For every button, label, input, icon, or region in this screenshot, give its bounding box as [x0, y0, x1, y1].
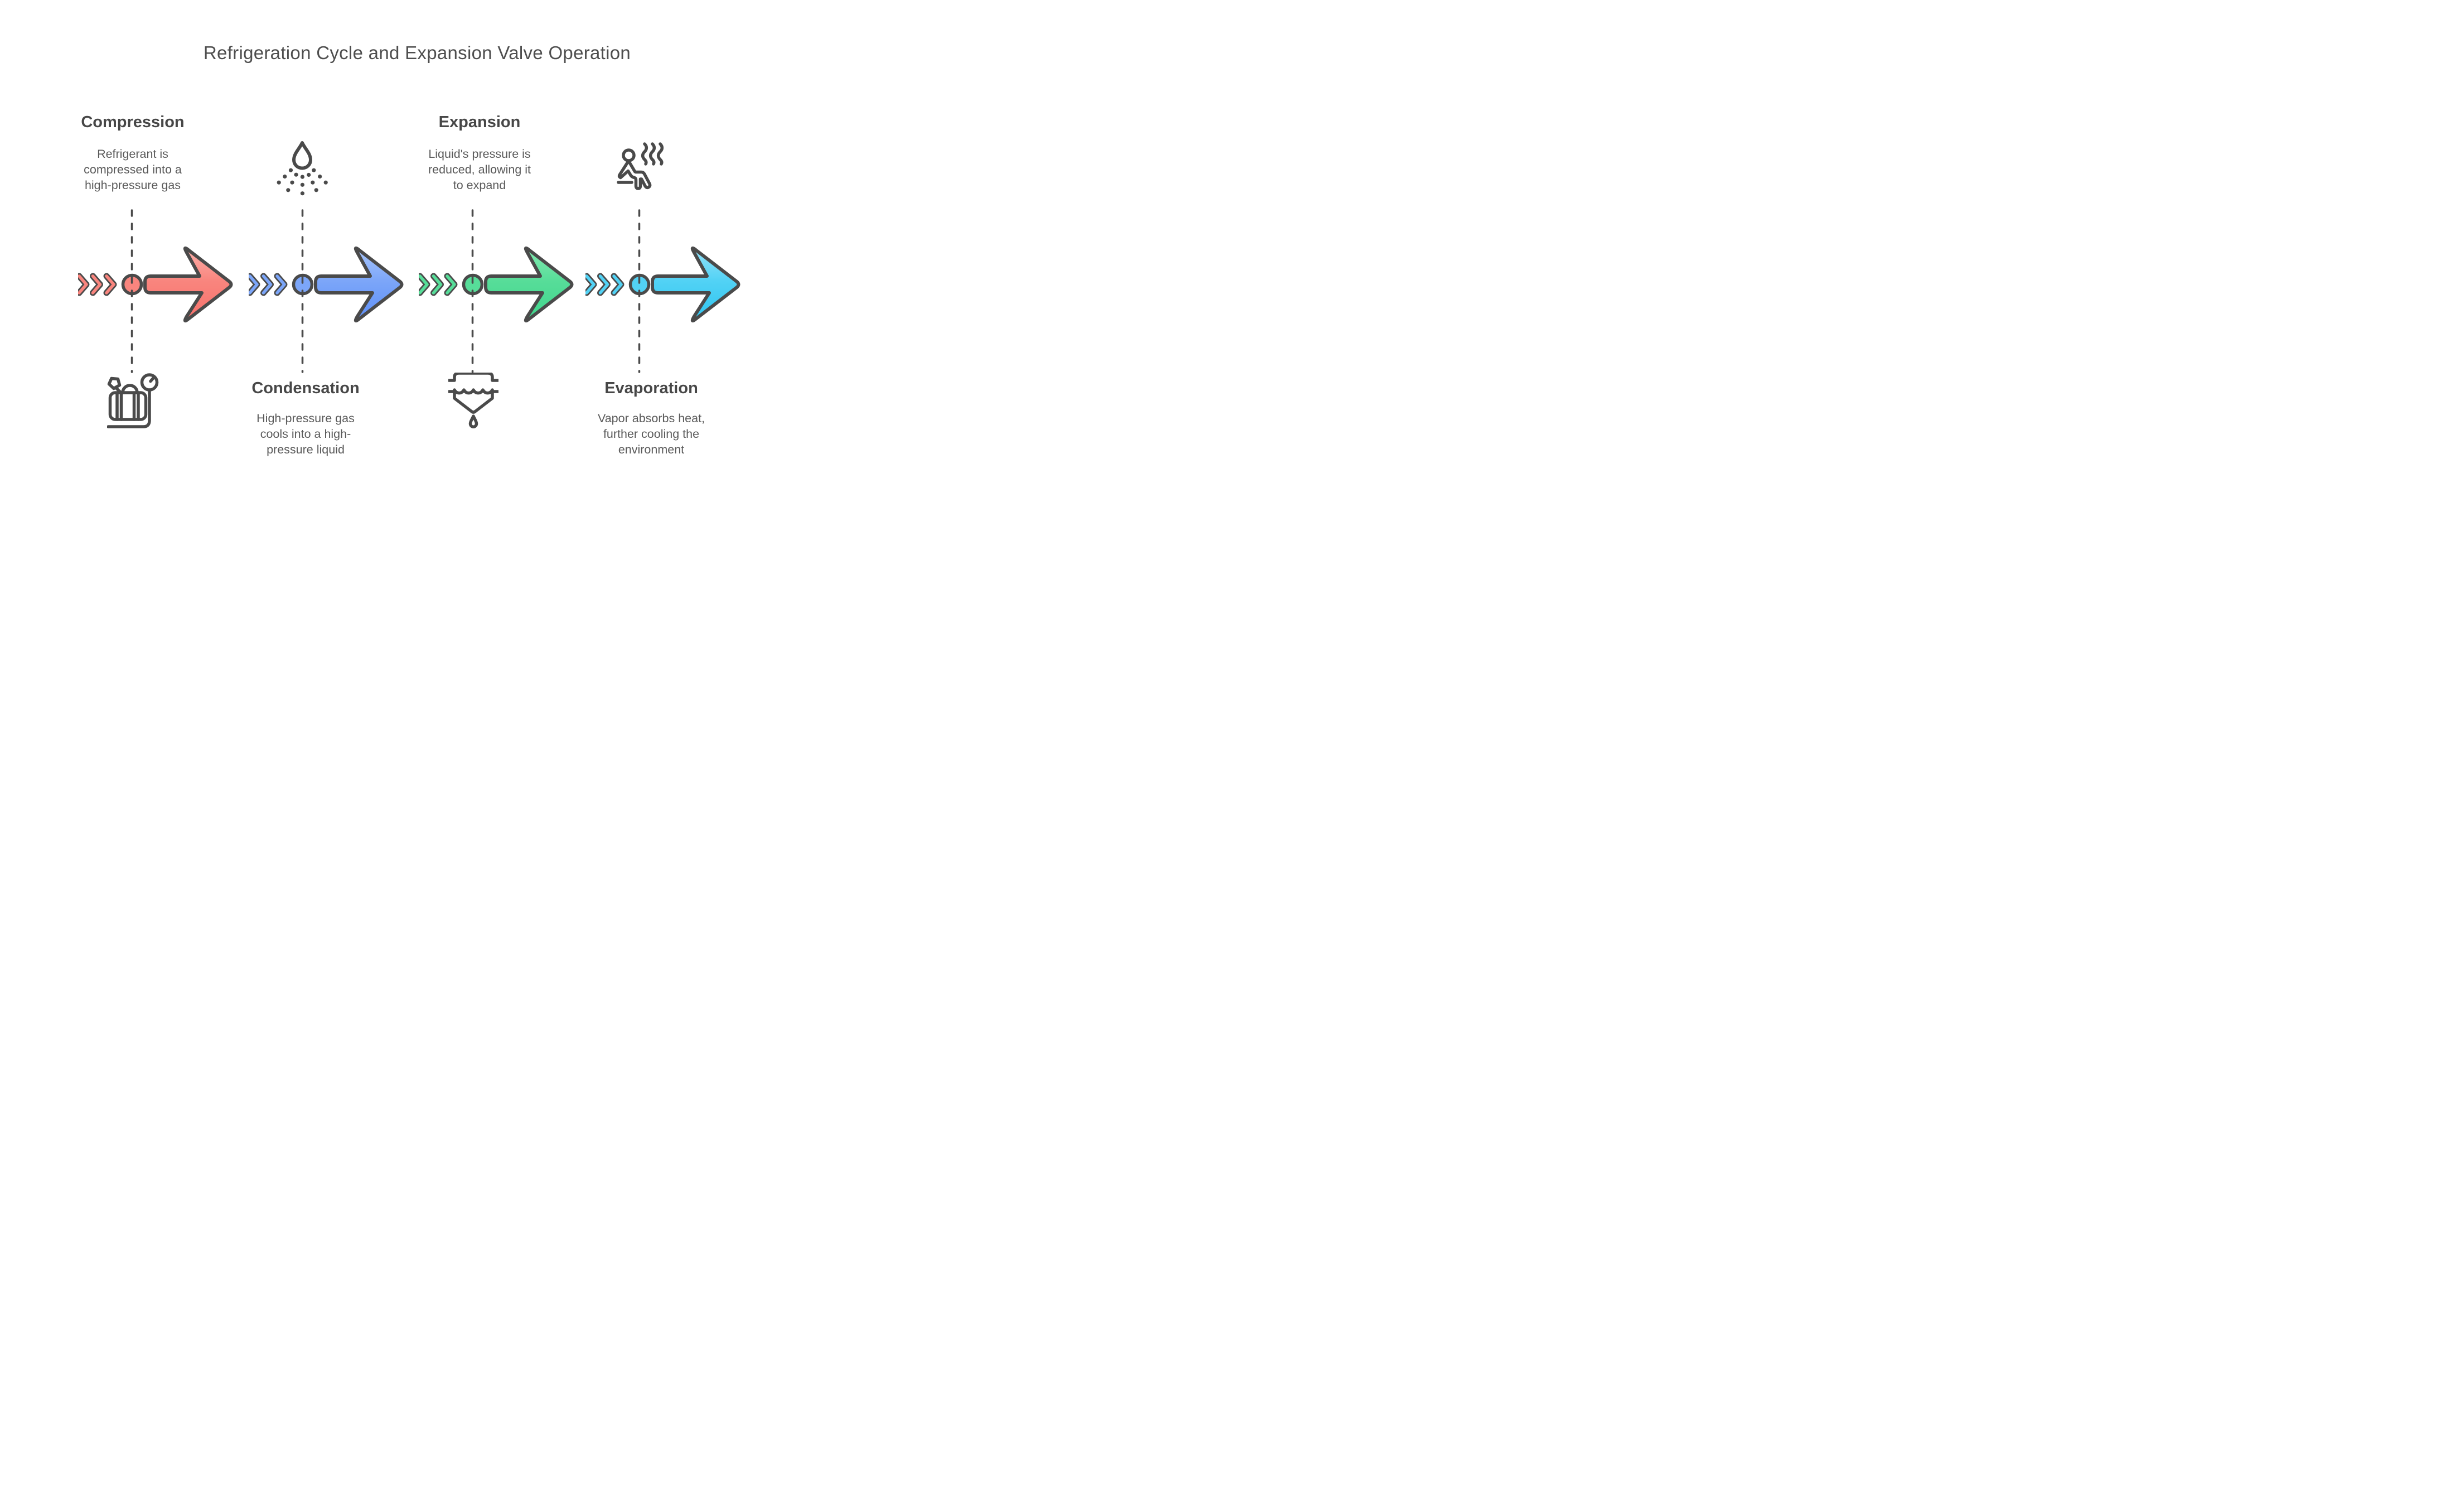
droplet-outline: [292, 141, 312, 170]
expansion-valve-funnel-icon: [448, 373, 498, 429]
funnel-body: [453, 390, 494, 414]
stage-description-expansion: Liquid's pressure is reduced, allowing i…: [428, 147, 531, 192]
stage-heading-condensation: Condensation: [251, 379, 360, 397]
droplet-spray-icon: [277, 141, 328, 196]
dashed-guide-line-condensation: [301, 209, 304, 373]
stage-description-condensation: High-pressure gas cools into a high- pre…: [256, 412, 355, 456]
drip-droplet: [468, 414, 478, 429]
dashed-guide-line-evaporation: [638, 209, 641, 373]
flow-arrow-group-evaporation: [585, 246, 740, 323]
dashed-guide-line-expansion: [471, 209, 474, 373]
pressure-gauge-icon: [140, 373, 159, 392]
compressor-base-line: [107, 388, 151, 428]
stage-heading-expansion: Expansion: [438, 113, 521, 131]
compressor-ribs: [115, 391, 140, 421]
compressor-gauge-icon: [107, 373, 159, 428]
stage-description-compression: Refrigerant is compressed into a high-pr…: [84, 147, 182, 192]
flow-arrow-icon: [314, 246, 404, 323]
page-title: Refrigeration Cycle and Expansion Valve …: [203, 42, 631, 63]
person-head: [622, 148, 636, 162]
liquid-wave-line: [453, 388, 494, 395]
flow-arrow-icon: [651, 246, 740, 323]
person-heat-icon: [617, 142, 664, 190]
flow-arrow-group-compression: [78, 246, 233, 323]
heat-wave-lines: [641, 142, 664, 166]
person-body: [617, 160, 652, 190]
mist-dots: [277, 168, 328, 196]
valve-lid: [448, 373, 498, 382]
refrigeration-cycle-diagram: Refrigeration Cycle and Expansion Valve …: [0, 0, 821, 504]
flow-arrow-icon: [143, 246, 233, 323]
gauge-needle: [149, 375, 156, 383]
compressor-dome: [121, 384, 139, 394]
chevron-icons: [249, 273, 288, 296]
flow-arrow-icon: [484, 246, 574, 323]
dashed-guide-line-compression: [130, 209, 133, 373]
valve-connector: [114, 386, 124, 395]
chevron-icons: [78, 273, 117, 296]
flow-arrow-group-expansion: [419, 246, 574, 323]
flow-arrow-group-condensation: [249, 246, 404, 323]
stage-heading-evaporation: Evaporation: [604, 379, 698, 397]
chevron-icons: [419, 273, 458, 296]
chevron-icons: [585, 273, 625, 296]
compressor-valve: [107, 376, 122, 390]
stage-description-evaporation: Vapor absorbs heat, further cooling the …: [597, 412, 705, 456]
stage-heading-compression: Compression: [81, 113, 185, 131]
compressor-tank: [108, 391, 148, 421]
